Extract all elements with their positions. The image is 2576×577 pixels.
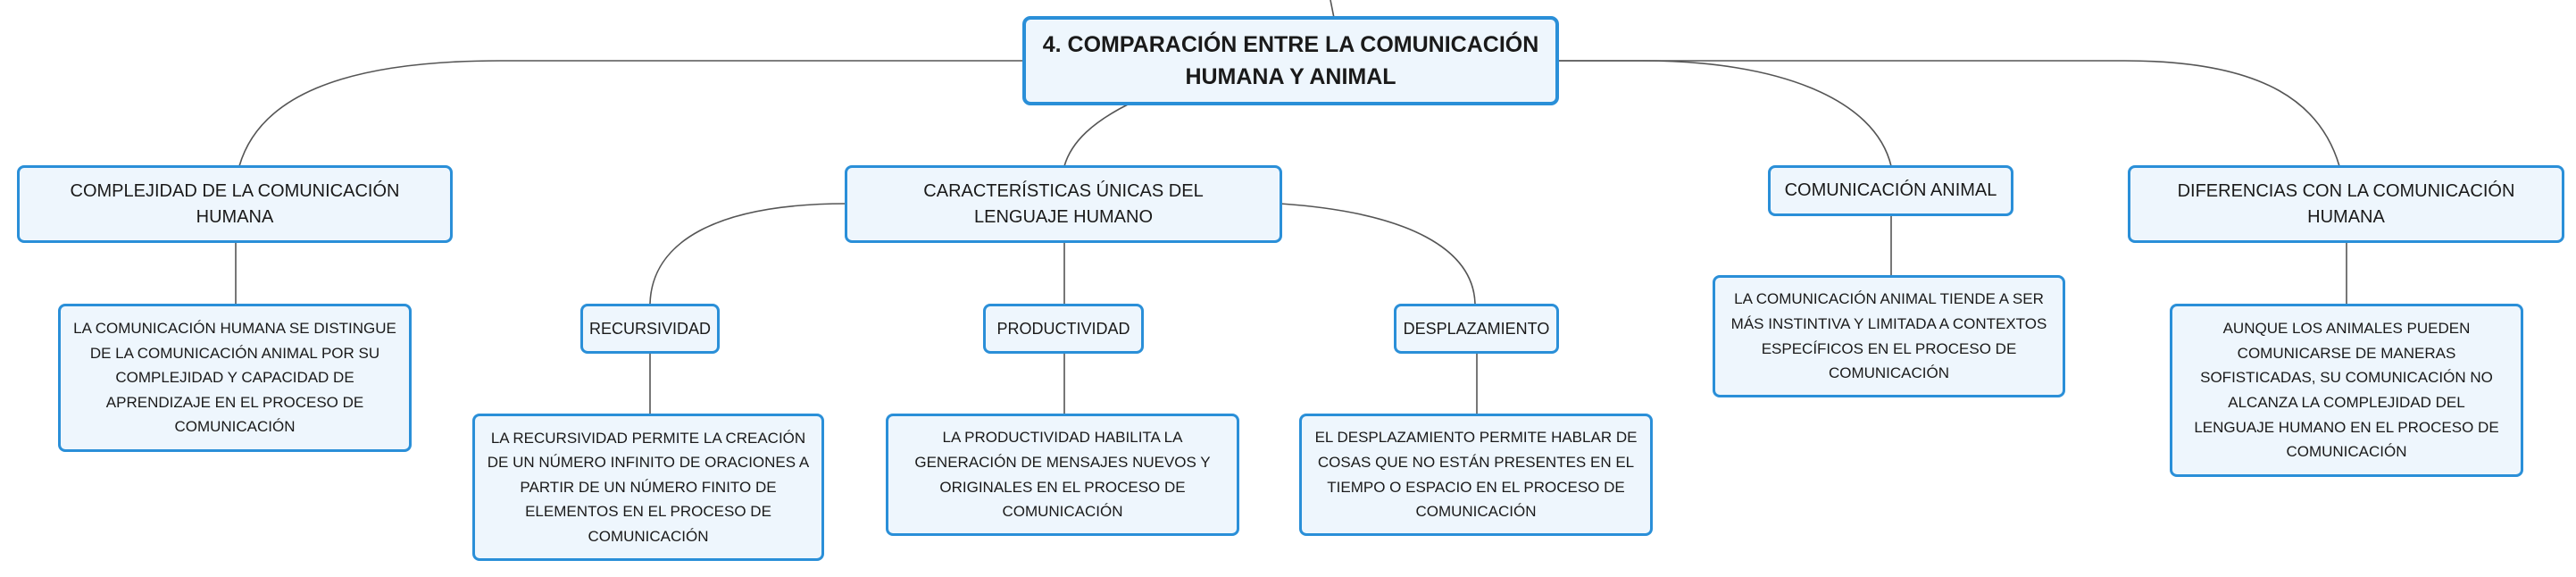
topic-diferencias-label: DIFERENCIAS CON LA COMUNICACIÓN HUMANA	[2177, 180, 2515, 227]
detail-animal-text: LA COMUNICACIÓN ANIMAL TIENDE A SER MÁS …	[1730, 290, 2047, 382]
topic-complejidad[interactable]: COMPLEJIDAD DE LA COMUNICACIÓN HUMANA	[17, 165, 453, 243]
detail-recursividad[interactable]: LA RECURSIVIDAD PERMITE LA CREACIÓN DE U…	[472, 414, 824, 561]
connector-root-top	[1330, 0, 1335, 19]
subtopic-productividad[interactable]: PRODUCTIVIDAD	[983, 304, 1144, 354]
topic-complejidad-label: COMPLEJIDAD DE LA COMUNICACIÓN HUMANA	[70, 180, 400, 227]
detail-diferencias[interactable]: AUNQUE LOS ANIMALES PUEDEN COMUNICARSE D…	[2170, 304, 2523, 477]
connector-root-diferencias	[1557, 60, 2340, 167]
detail-complejidad[interactable]: LA COMUNICACIÓN HUMANA SE DISTINGUE DE L…	[58, 304, 412, 452]
topic-diferencias[interactable]: DIFERENCIAS CON LA COMUNICACIÓN HUMANA	[2128, 165, 2564, 243]
detail-desplazamiento-text: EL DESPLAZAMIENTO PERMITE HABLAR DE COSA…	[1314, 429, 1638, 521]
connector-root-complejidad	[238, 60, 1024, 167]
connector-root-animal	[1557, 60, 1892, 167]
detail-animal[interactable]: LA COMUNICACIÓN ANIMAL TIENDE A SER MÁS …	[1713, 275, 2065, 397]
subtopic-productividad-label: PRODUCTIVIDAD	[996, 319, 1130, 338]
detail-recursividad-text: LA RECURSIVIDAD PERMITE LA CREACIÓN DE U…	[487, 429, 810, 545]
detail-productividad[interactable]: LA PRODUCTIVIDAD HABILITA LA GENERACIÓN …	[886, 414, 1239, 536]
connector-caracteristicas-desplazamiento	[1280, 203, 1476, 305]
topic-caracteristicas-label: CARACTERÍSTICAS ÚNICAS DEL LENGUAJE HUMA…	[923, 180, 1204, 227]
topic-caracteristicas[interactable]: CARACTERÍSTICAS ÚNICAS DEL LENGUAJE HUMA…	[845, 165, 1282, 243]
root-topic[interactable]: 4. COMPARACIÓN ENTRE LA COMUNICACIÓN HUM…	[1022, 16, 1559, 105]
connector-caracteristicas-recursividad	[649, 203, 847, 305]
subtopic-recursividad[interactable]: RECURSIVIDAD	[580, 304, 720, 354]
subtopic-desplazamiento-label: DESPLAZAMIENTO	[1403, 319, 1550, 338]
detail-complejidad-text: LA COMUNICACIÓN HUMANA SE DISTINGUE DE L…	[73, 320, 396, 436]
detail-diferencias-text: AUNQUE LOS ANIMALES PUEDEN COMUNICARSE D…	[2194, 320, 2499, 461]
detail-desplazamiento[interactable]: EL DESPLAZAMIENTO PERMITE HABLAR DE COSA…	[1299, 414, 1653, 536]
subtopic-recursividad-label: RECURSIVIDAD	[588, 319, 712, 338]
topic-animal-label: COMUNICACIÓN ANIMAL	[1784, 180, 1997, 200]
topic-animal[interactable]: COMUNICACIÓN ANIMAL	[1768, 165, 2013, 216]
subtopic-desplazamiento[interactable]: DESPLAZAMIENTO	[1394, 304, 1559, 354]
root-topic-label: 4. COMPARACIÓN ENTRE LA COMUNICACIÓN HUM…	[1042, 31, 1539, 89]
connector-root-caracteristicas	[1063, 103, 1130, 167]
detail-productividad-text: LA PRODUCTIVIDAD HABILITA LA GENERACIÓN …	[914, 429, 1211, 521]
